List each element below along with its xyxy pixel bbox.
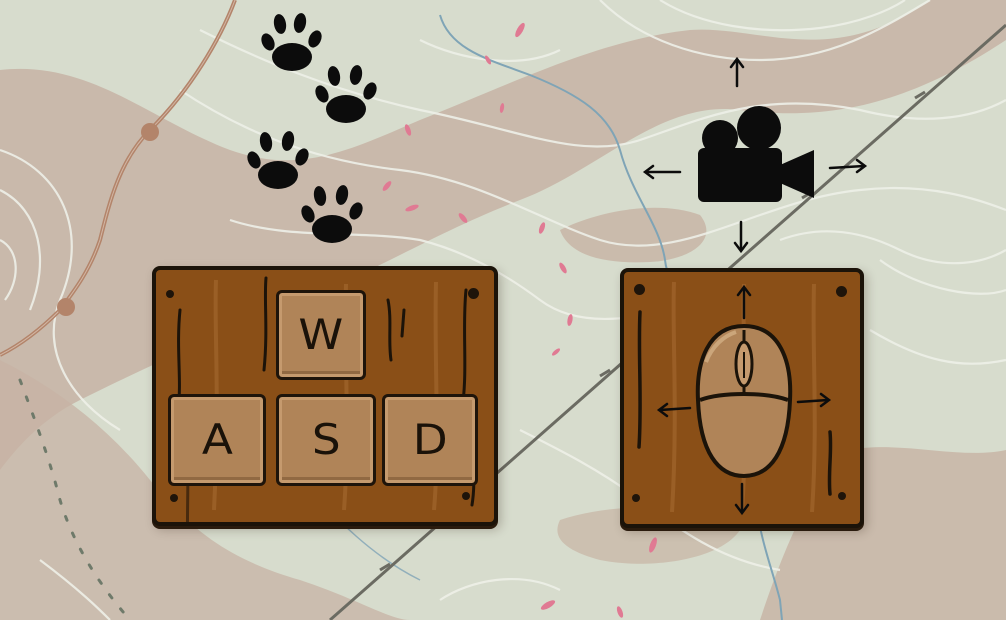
camera-control-icon bbox=[642, 56, 868, 254]
bolt-icon bbox=[632, 494, 640, 502]
mouse-arrows bbox=[656, 284, 832, 516]
key-s-label: S bbox=[311, 415, 341, 464]
bolt-icon bbox=[838, 492, 846, 500]
paw-print-icon bbox=[315, 65, 377, 123]
bolt-icon bbox=[468, 288, 479, 299]
bolt-icon bbox=[836, 286, 847, 297]
key-d[interactable]: D bbox=[382, 394, 478, 486]
bolt-icon bbox=[166, 290, 174, 298]
camera-arrows bbox=[642, 56, 868, 254]
bolt-icon bbox=[462, 492, 470, 500]
bolt-icon bbox=[634, 284, 645, 295]
paw-print-icon bbox=[261, 13, 322, 71]
key-d-label: D bbox=[412, 415, 448, 464]
paw-print-icon bbox=[247, 131, 309, 189]
dirt-patch bbox=[560, 207, 707, 263]
paw-print-icon bbox=[301, 185, 363, 243]
road bbox=[0, 0, 237, 357]
camera-mouse-panel bbox=[620, 268, 864, 528]
key-w-label: W bbox=[298, 310, 344, 359]
key-a-label: A bbox=[201, 415, 233, 464]
dirt-path bbox=[0, 0, 1006, 470]
key-a[interactable]: A bbox=[168, 394, 266, 486]
petals bbox=[382, 22, 657, 618]
key-w[interactable]: W bbox=[276, 290, 366, 380]
key-s[interactable]: S bbox=[276, 394, 376, 486]
mouse-icon[interactable] bbox=[652, 282, 836, 518]
bolt-icon bbox=[170, 494, 178, 502]
dashed-trail bbox=[18, 378, 132, 620]
dirt-path-lower bbox=[0, 360, 410, 620]
mouse-body bbox=[695, 323, 793, 479]
movement-keys-panel: W A S D bbox=[152, 266, 498, 526]
video-camera-icon bbox=[698, 106, 814, 202]
